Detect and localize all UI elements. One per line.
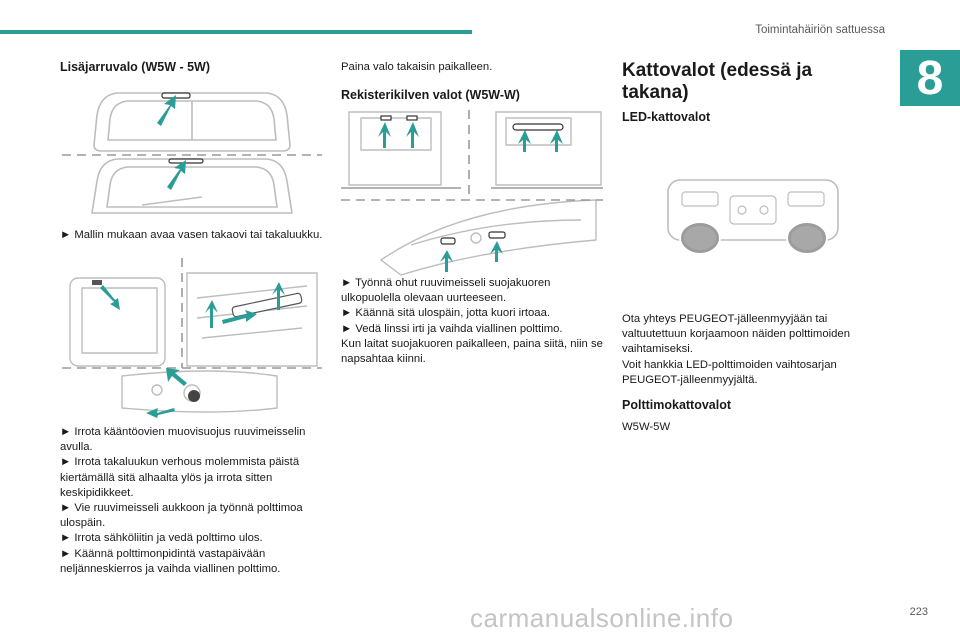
instruction-steps-plate-lights: ► Työnnä ohut ruuvimeisseli suojakuoren …	[341, 276, 603, 367]
instruction-step: ► Irrota takaluukun verhous molemmista p…	[60, 456, 300, 499]
chapter-title: Toimintahäiriön sattuessa	[755, 24, 885, 36]
trim-removal-illustration	[62, 258, 322, 418]
licence-plate-light-illustration	[341, 110, 603, 285]
instruction-step: ► Käännä sitä ulospäin, jotta kuori irto…	[341, 307, 550, 320]
subheading-led-lights: LED-kattovalot	[622, 110, 711, 124]
section-heading-ceiling-lights: Kattovalot (edessä ja takana)	[622, 60, 813, 103]
instruction-step: ► Vie ruuvimeisseli aukkoon ja työnnä po…	[60, 502, 303, 530]
header-accent-bar	[0, 30, 472, 34]
instruction-step: ► Vedä linssi irti ja vaihda viallinen p…	[341, 322, 563, 335]
subheading-bulb-lights: Polttimokattovalot	[622, 398, 732, 412]
section-heading-brake-light: Lisäjarruvalo (W5W - 5W)	[60, 60, 211, 74]
chapter-number-badge: 8	[900, 50, 960, 106]
instruction-step: ► Työnnä ohut ruuvimeisseli suojakuoren …	[341, 277, 551, 305]
led-lights-info: Ota yhteys PEUGEOT-jälleenmyyjään tai va…	[622, 312, 882, 388]
note-text: Kun laitat suojakuoren paikalleen, paina…	[341, 337, 603, 366]
replacement-kit-text: Voit hankkia LED-polttimoiden vaihtosarj…	[622, 358, 837, 386]
intro-text: Paina valo takaisin paikalleen.	[341, 61, 493, 73]
bulb-type: W5W-5W	[622, 421, 671, 433]
tailgate-illustration	[62, 85, 322, 220]
instruction-step-open-door: ► Mallin mukaan avaa vasen takaovi tai t…	[60, 229, 323, 241]
section-heading-plate-lights: Rekisterikilven valot (W5W-W)	[341, 88, 520, 102]
instruction-step: ► Käännä polttimonpidintä vastapäivään n…	[60, 547, 281, 575]
page-number: 223	[909, 606, 928, 618]
instruction-step: ► Irrota kääntöovien muovisuojus ruuvime…	[60, 426, 306, 454]
dealer-contact-text: Ota yhteys PEUGEOT-jälleenmyyjään tai va…	[622, 313, 850, 356]
ceiling-light-illustration	[660, 178, 845, 263]
instruction-steps-brake-light: ► Irrota kääntöovien muovisuojus ruuvime…	[60, 425, 328, 577]
watermark-text: carmanualsonline.info	[470, 603, 734, 633]
instruction-step: ► Irrota sähköliitin ja vedä polttimo ul…	[60, 532, 263, 545]
